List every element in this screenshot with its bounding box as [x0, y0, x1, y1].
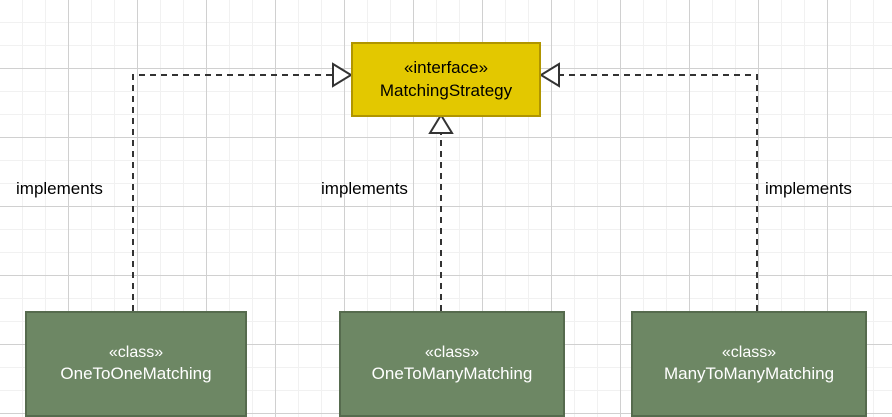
edge-manytomanymatching-implements [539, 62, 758, 311]
class-stereotype: «class» [424, 343, 480, 361]
edge-onetoonematching-implements [132, 62, 353, 311]
class-node-onetoonematching[interactable]: «class» OneToOneMatching [25, 311, 247, 417]
edge-label-implements-center: implements [321, 179, 408, 198]
interface-name: MatchingStrategy [379, 80, 513, 100]
class-stereotype: «class» [721, 343, 777, 361]
class-node-onetomanymatching[interactable]: «class» OneToManyMatching [339, 311, 565, 417]
hollow-triangle-arrowhead-left [332, 62, 353, 88]
hollow-triangle-arrowhead-bottom [428, 113, 454, 134]
class-name: OneToManyMatching [371, 364, 533, 384]
class-name: OneToOneMatching [60, 364, 212, 384]
class-stereotype: «class» [108, 343, 164, 361]
hollow-triangle-arrowhead-right [539, 62, 560, 88]
class-name: ManyToManyMatching [663, 364, 835, 384]
interface-stereotype: «interface» [403, 58, 489, 78]
edge-label-implements-left: implements [16, 179, 103, 198]
edge-label-implements-right: implements [765, 179, 852, 198]
edge-onetomanymatching-implements [428, 113, 454, 311]
class-node-manytomanymatching[interactable]: «class» ManyToManyMatching [631, 311, 867, 417]
interface-node-matchingstrategy[interactable]: «interface» MatchingStrategy [351, 42, 541, 117]
